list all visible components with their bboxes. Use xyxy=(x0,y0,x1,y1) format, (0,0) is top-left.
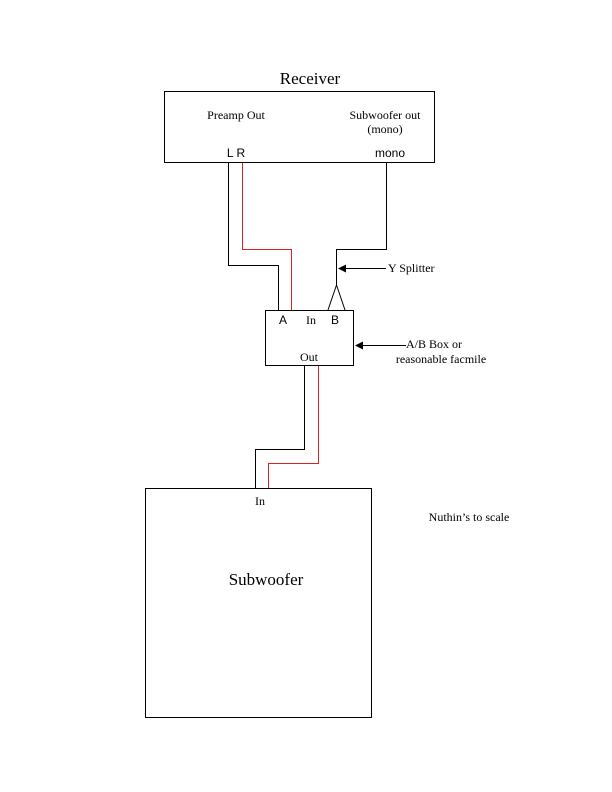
receiver-box xyxy=(164,91,435,163)
ab-box xyxy=(265,310,354,366)
subwoofer-title: Subwoofer xyxy=(229,570,304,589)
lr-label: L R xyxy=(227,146,246,160)
right-channel-wire xyxy=(242,163,292,310)
ab-box-callout-line1: A/B Box or xyxy=(406,337,462,351)
preamp-out-label: Preamp Out xyxy=(207,108,265,122)
ab-box-out-label: Out xyxy=(300,350,319,364)
subwoofer-out-label: Subwoofer out xyxy=(350,108,422,122)
ab-box-callout-line2: reasonable facmile xyxy=(396,352,486,366)
subwoofer-box xyxy=(145,488,372,718)
y-splitter-label: Y Splitter xyxy=(388,261,435,275)
out-wire-black xyxy=(255,366,305,488)
ab-box-a-label: A xyxy=(279,313,287,327)
ab-box-in-label: In xyxy=(306,313,316,327)
mono-label: mono xyxy=(375,146,405,160)
out-wire-red xyxy=(268,366,319,488)
subwoofer-in-label: In xyxy=(255,494,265,508)
receiver-title: Receiver xyxy=(280,69,341,88)
ab-box-b-label: B xyxy=(331,313,339,327)
subwoofer-out-mono-label: (mono) xyxy=(367,122,402,136)
left-channel-wire xyxy=(228,163,279,310)
mono-wire xyxy=(336,163,387,285)
y-splitter-shape xyxy=(327,283,346,311)
scale-note: Nuthin’s to scale xyxy=(429,510,510,524)
